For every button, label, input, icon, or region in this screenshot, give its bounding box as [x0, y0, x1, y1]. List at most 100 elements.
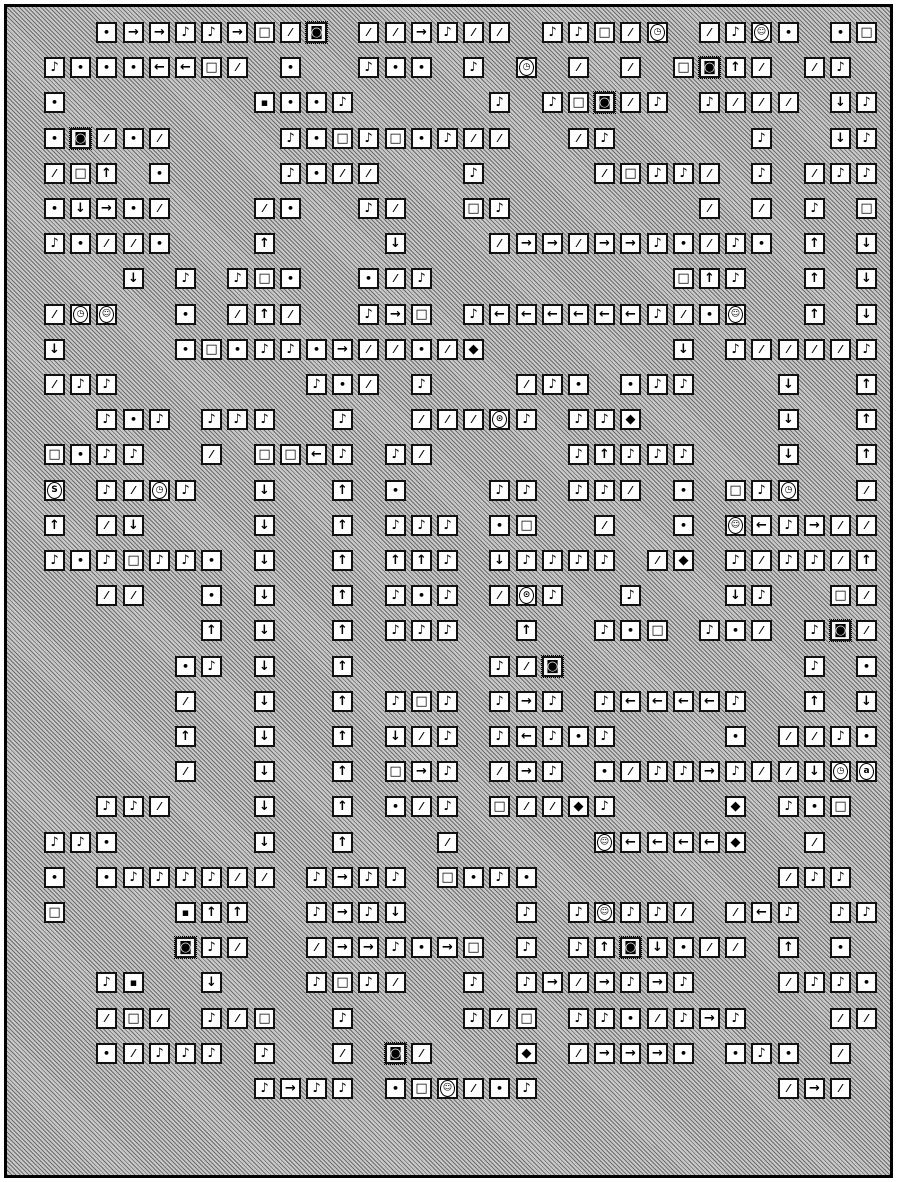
- maze-tile[interactable]: •: [594, 761, 615, 782]
- maze-tile[interactable]: •: [830, 22, 851, 43]
- maze-tile[interactable]: ♪: [123, 867, 144, 888]
- maze-tile[interactable]: ↑: [332, 656, 353, 677]
- maze-tile[interactable]: ⁄: [254, 198, 275, 219]
- maze-tile[interactable]: ♪: [358, 57, 379, 78]
- maze-tile[interactable]: ⁄: [96, 515, 117, 536]
- maze-tile[interactable]: ♪: [175, 268, 196, 289]
- maze-tile[interactable]: ⁄: [856, 1008, 877, 1029]
- maze-tile[interactable]: ♪: [385, 444, 406, 465]
- maze-tile[interactable]: ♪: [568, 480, 589, 501]
- maze-tile[interactable]: ♪: [725, 339, 746, 360]
- maze-tile[interactable]: ⁄: [620, 480, 641, 501]
- maze-tile[interactable]: □: [516, 1008, 537, 1029]
- maze-tile[interactable]: ♪: [175, 480, 196, 501]
- maze-tile[interactable]: ⁄: [96, 1008, 117, 1029]
- maze-tile[interactable]: •: [44, 198, 65, 219]
- maze-tile[interactable]: ⁄: [751, 550, 772, 571]
- maze-tile[interactable]: ⁄: [568, 128, 589, 149]
- maze-tile[interactable]: ♪: [594, 128, 615, 149]
- maze-tile[interactable]: ⁄: [149, 796, 170, 817]
- maze-tile[interactable]: □: [254, 444, 275, 465]
- maze-tile[interactable]: •: [96, 832, 117, 853]
- maze-tile[interactable]: ◆: [516, 1043, 537, 1064]
- maze-tile[interactable]: ♪: [542, 726, 563, 747]
- maze-tile[interactable]: ↑: [201, 620, 222, 641]
- maze-tile[interactable]: □: [411, 304, 432, 325]
- maze-tile[interactable]: ♪: [542, 585, 563, 606]
- maze-tile[interactable]: ↑: [201, 902, 222, 923]
- maze-tile[interactable]: ◙: [175, 937, 196, 958]
- maze-tile[interactable]: ←: [620, 832, 641, 853]
- maze-tile[interactable]: □: [463, 937, 484, 958]
- maze-tile[interactable]: ▪: [123, 972, 144, 993]
- maze-tile[interactable]: ⁄: [201, 444, 222, 465]
- maze-tile[interactable]: ◷: [778, 480, 799, 501]
- maze-tile[interactable]: ♪: [358, 902, 379, 923]
- maze-tile[interactable]: ♪: [96, 444, 117, 465]
- maze-tile[interactable]: ⁄: [751, 92, 772, 113]
- maze-tile[interactable]: →: [542, 233, 563, 254]
- maze-tile[interactable]: •: [201, 550, 222, 571]
- maze-tile[interactable]: ♪: [437, 796, 458, 817]
- maze-tile[interactable]: ◷: [149, 480, 170, 501]
- maze-tile[interactable]: ♪: [411, 620, 432, 641]
- maze-tile[interactable]: •: [96, 1043, 117, 1064]
- maze-tile[interactable]: ♪: [620, 585, 641, 606]
- maze-tile[interactable]: ♪: [594, 796, 615, 817]
- maze-tile[interactable]: ⁄: [44, 374, 65, 395]
- maze-tile[interactable]: □: [856, 22, 877, 43]
- maze-tile[interactable]: ◆: [725, 832, 746, 853]
- maze-tile[interactable]: ♪: [385, 691, 406, 712]
- maze-tile[interactable]: ⁄: [725, 902, 746, 923]
- maze-tile[interactable]: →: [620, 233, 641, 254]
- maze-tile[interactable]: ◷: [516, 57, 537, 78]
- maze-tile[interactable]: ↑: [332, 515, 353, 536]
- maze-tile[interactable]: ♪: [44, 832, 65, 853]
- maze-tile[interactable]: ♪: [673, 444, 694, 465]
- maze-tile[interactable]: ⁄: [332, 1043, 353, 1064]
- maze-tile[interactable]: •: [44, 867, 65, 888]
- maze-tile[interactable]: ⁄: [332, 163, 353, 184]
- maze-tile[interactable]: ▪: [254, 92, 275, 113]
- maze-tile[interactable]: ⁄: [123, 480, 144, 501]
- maze-tile[interactable]: ↑: [856, 374, 877, 395]
- maze-tile[interactable]: •: [620, 374, 641, 395]
- maze-tile[interactable]: →: [516, 233, 537, 254]
- maze-tile[interactable]: ⁄: [699, 163, 720, 184]
- maze-tile[interactable]: ♪: [437, 691, 458, 712]
- maze-tile[interactable]: ⁄: [830, 1078, 851, 1099]
- maze-tile[interactable]: ⁄: [411, 444, 432, 465]
- maze-tile[interactable]: ⁄: [385, 268, 406, 289]
- maze-tile[interactable]: □: [830, 585, 851, 606]
- maze-tile[interactable]: •: [411, 585, 432, 606]
- maze-tile[interactable]: →: [516, 691, 537, 712]
- maze-tile[interactable]: ↑: [804, 268, 825, 289]
- maze-tile[interactable]: ⁄: [463, 409, 484, 430]
- maze-tile[interactable]: ♪: [725, 22, 746, 43]
- maze-tile[interactable]: ↓: [830, 128, 851, 149]
- maze-tile[interactable]: □: [411, 1078, 432, 1099]
- maze-tile[interactable]: ←: [542, 304, 563, 325]
- maze-tile[interactable]: ♪: [332, 92, 353, 113]
- maze-tile[interactable]: •: [227, 339, 248, 360]
- maze-tile[interactable]: •: [411, 57, 432, 78]
- maze-tile[interactable]: ♪: [804, 867, 825, 888]
- maze-tile[interactable]: ♪: [751, 585, 772, 606]
- maze-tile[interactable]: ⁄: [804, 726, 825, 747]
- maze-tile[interactable]: ⁄: [725, 92, 746, 113]
- maze-tile[interactable]: ☺: [594, 902, 615, 923]
- maze-tile[interactable]: →: [594, 233, 615, 254]
- maze-tile[interactable]: ♪: [751, 480, 772, 501]
- maze-tile[interactable]: •: [123, 57, 144, 78]
- maze-tile[interactable]: ◷: [830, 761, 851, 782]
- maze-tile[interactable]: ↑: [332, 620, 353, 641]
- maze-tile[interactable]: S: [44, 480, 65, 501]
- maze-tile[interactable]: ⁄: [830, 339, 851, 360]
- maze-tile[interactable]: •: [856, 726, 877, 747]
- maze-tile[interactable]: ⁄: [778, 972, 799, 993]
- maze-tile[interactable]: ↑: [96, 163, 117, 184]
- maze-tile[interactable]: ⁄: [489, 22, 510, 43]
- maze-tile[interactable]: ↓: [856, 691, 877, 712]
- maze-tile[interactable]: ⁄: [751, 57, 772, 78]
- maze-tile[interactable]: ↓: [254, 480, 275, 501]
